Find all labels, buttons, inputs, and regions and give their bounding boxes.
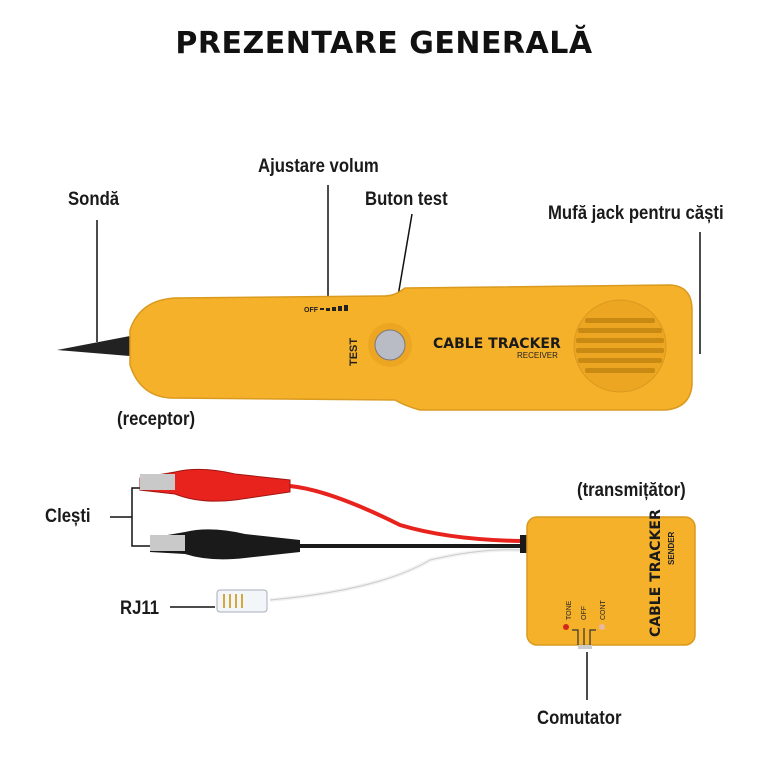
leader-lines [96,185,701,700]
cont-led [599,624,605,630]
rj11-plug [216,589,268,613]
label-test-button: Buton test [365,189,448,210]
tone-led [563,624,569,630]
label-switch: Comutator [537,708,622,729]
sender-sub-text: SENDER [667,531,676,565]
test-text: TEST [348,338,360,366]
off-text: OFF [581,606,588,620]
label-probe: Sondă [68,189,120,210]
receiver-device: OFF TEST CABLE TRACKER RECEIVER [57,284,693,411]
receiver-brand-text: CABLE TRACKER [433,336,561,352]
speaker-grille [573,299,667,393]
volume-off-text: OFF [304,307,319,314]
label-receiver: (receptor) [117,409,196,430]
switch-slider [578,645,592,649]
label-clips: Clești [45,506,91,527]
label-rj11: RJ11 [120,598,160,619]
alligator-clips [139,468,300,560]
test-button [374,329,406,361]
label-transmitter: (transmițător) [577,480,686,501]
cont-text: CONT [600,599,607,620]
page-title: PREZENTARE GENERALĂ [175,26,593,61]
receiver-sub-text: RECEIVER [517,351,558,360]
sender-brand-text: CABLE TRACKER [648,509,664,637]
label-headphone-jack: Mufă jack pentru căști [548,203,724,224]
sender-device: CABLE TRACKER SENDER TONE OFF CONT [520,509,696,649]
tone-text: TONE [566,600,573,620]
label-volume: Ajustare volum [258,156,379,177]
probe-tip [57,336,130,356]
wires [269,484,523,602]
